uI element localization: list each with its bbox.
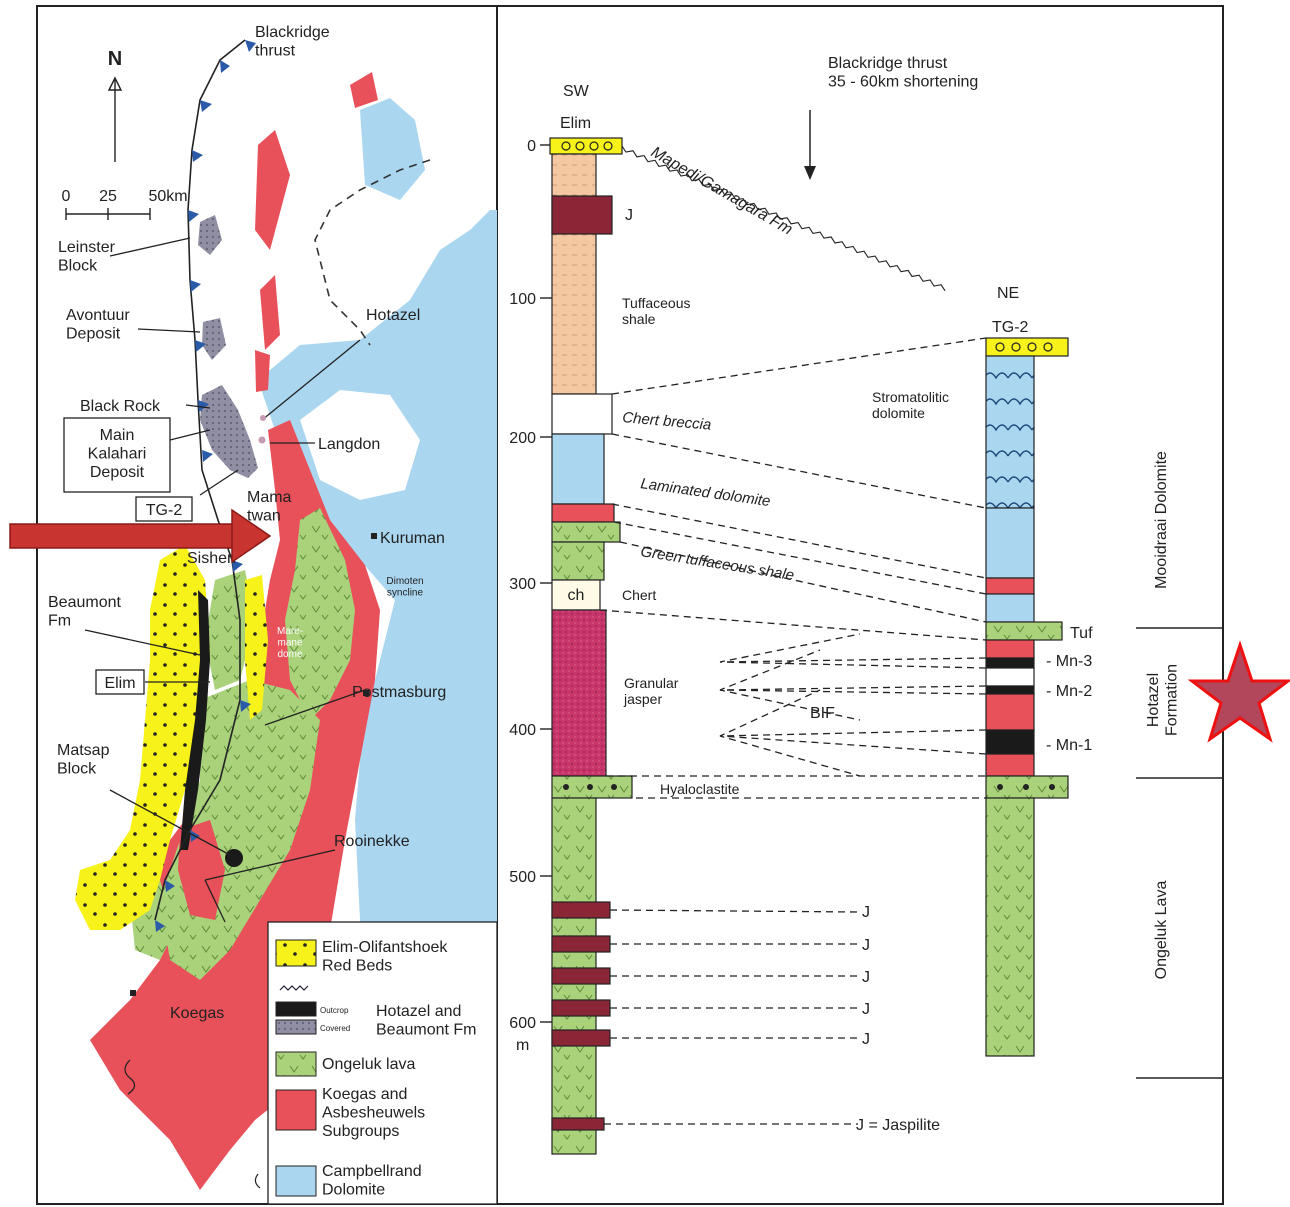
- unit-j-3: J: [862, 969, 870, 986]
- legend-swatch-ongeluk: [275, 1051, 317, 1077]
- legend-swatch-elim: [275, 939, 317, 967]
- formation-mooidraai: Mooidraai Dolomite: [1153, 451, 1170, 589]
- section-frame: [496, 5, 1224, 1205]
- unit-hyaloclastite: Hyaloclastite: [660, 781, 740, 797]
- rooinekke-label: Rooinekke: [334, 833, 410, 850]
- depth-600: 600: [509, 1015, 536, 1032]
- legend-label-ongeluk: Ongeluk lava: [322, 1056, 415, 1073]
- ne-column: [985, 337, 1069, 1057]
- legend-swatch-covered: [275, 1019, 317, 1035]
- unit-green-tuff: Green tuffaceous shale: [639, 543, 795, 584]
- scale-tick-25: 25: [99, 188, 117, 205]
- kalahari-box: [63, 417, 171, 493]
- legend-unconformity-icon: [279, 985, 309, 991]
- sw-column: [549, 137, 633, 1155]
- unit-jaspilite-key: J = Jaspilite: [856, 1117, 940, 1134]
- depth-unit: m: [516, 1037, 529, 1054]
- sw-label: SW: [563, 83, 590, 100]
- hotazel-map-label: Hotazel: [366, 307, 420, 324]
- formation-ongeluk: Ongeluk Lava: [1153, 881, 1170, 980]
- ne-label: NE: [997, 285, 1019, 302]
- legend-sub-covered: Covered: [320, 1024, 350, 1033]
- unit-j-2: J: [862, 937, 870, 954]
- scale-tick-50km: 50km: [148, 188, 187, 205]
- campbellrand-dolomite-north: [360, 98, 425, 200]
- depth-400: 400: [509, 722, 536, 739]
- depth-300: 300: [509, 576, 536, 593]
- unit-j-4: J: [862, 1001, 870, 1018]
- highlight-star-icon: [1187, 640, 1290, 743]
- depth-500: 500: [509, 869, 536, 886]
- unit-j-1: J: [862, 904, 870, 921]
- highlight-arrow: [9, 508, 272, 564]
- scale-tick-0: 0: [62, 188, 71, 205]
- tg2-map-label: TG-2: [146, 502, 183, 519]
- correlation-lines: [599, 337, 987, 1125]
- depth-0: 0: [527, 138, 536, 155]
- mapedi-label: Mapedi/Gamagara Fm: [648, 144, 795, 239]
- ne-site-label: TG-2: [992, 319, 1029, 336]
- unit-mn2: - Mn-2: [1046, 683, 1092, 700]
- unit-mn3: - Mn-3: [1046, 653, 1092, 670]
- legend-sub-outcrop: Outcrop: [320, 1006, 349, 1015]
- sishen-label: Sishen: [187, 550, 236, 567]
- map-panel: N 0 25 50km: [48, 24, 498, 1205]
- mapedi-unconformity: [621, 145, 946, 292]
- blackridge-thrust-line: [154, 39, 246, 921]
- unit-chert: Chert: [622, 587, 656, 603]
- blackrock-label: Black Rock: [80, 398, 161, 415]
- unit-j-5: J: [862, 1031, 870, 1048]
- ongeluk-lava-area: [285, 508, 355, 720]
- unit-tuf: Tuf: [1070, 625, 1093, 642]
- kalahari-covered-area: [200, 385, 258, 478]
- langdon-label: Langdon: [318, 436, 380, 453]
- elim-red-beds-area: [75, 545, 210, 930]
- north-label: N: [108, 48, 122, 70]
- depth-axis: [540, 144, 552, 1023]
- elim-map-label: Elim: [104, 675, 135, 692]
- unit-mn1: - Mn-1: [1046, 737, 1092, 754]
- legend-swatch-koegas: [275, 1089, 317, 1131]
- legend-swatch-outcrop: [275, 1001, 317, 1017]
- legend-swatch-campbellrand: [275, 1165, 317, 1197]
- elim-box: [95, 669, 145, 695]
- koegas-label: Koegas: [170, 1005, 224, 1022]
- tg2-box: [135, 496, 193, 522]
- unit-ch: ch: [568, 587, 585, 604]
- depth-200: 200: [509, 430, 536, 447]
- depth-100: 100: [509, 291, 536, 308]
- unit-bif: BIF: [810, 705, 835, 722]
- unit-j-top: J: [625, 207, 633, 224]
- kuruman-label: Kuruman: [380, 530, 445, 547]
- hotazel-outcrop-area: [180, 590, 210, 850]
- sw-site-label: Elim: [560, 115, 591, 132]
- postmasburg-label: Postmasburg: [352, 684, 446, 701]
- formation-hotazel: HotazelFormation: [1145, 664, 1180, 736]
- unit-laminated-dolomite: Laminated dolomite: [639, 475, 771, 510]
- unit-chert-breccia: Chert breccia: [622, 409, 712, 434]
